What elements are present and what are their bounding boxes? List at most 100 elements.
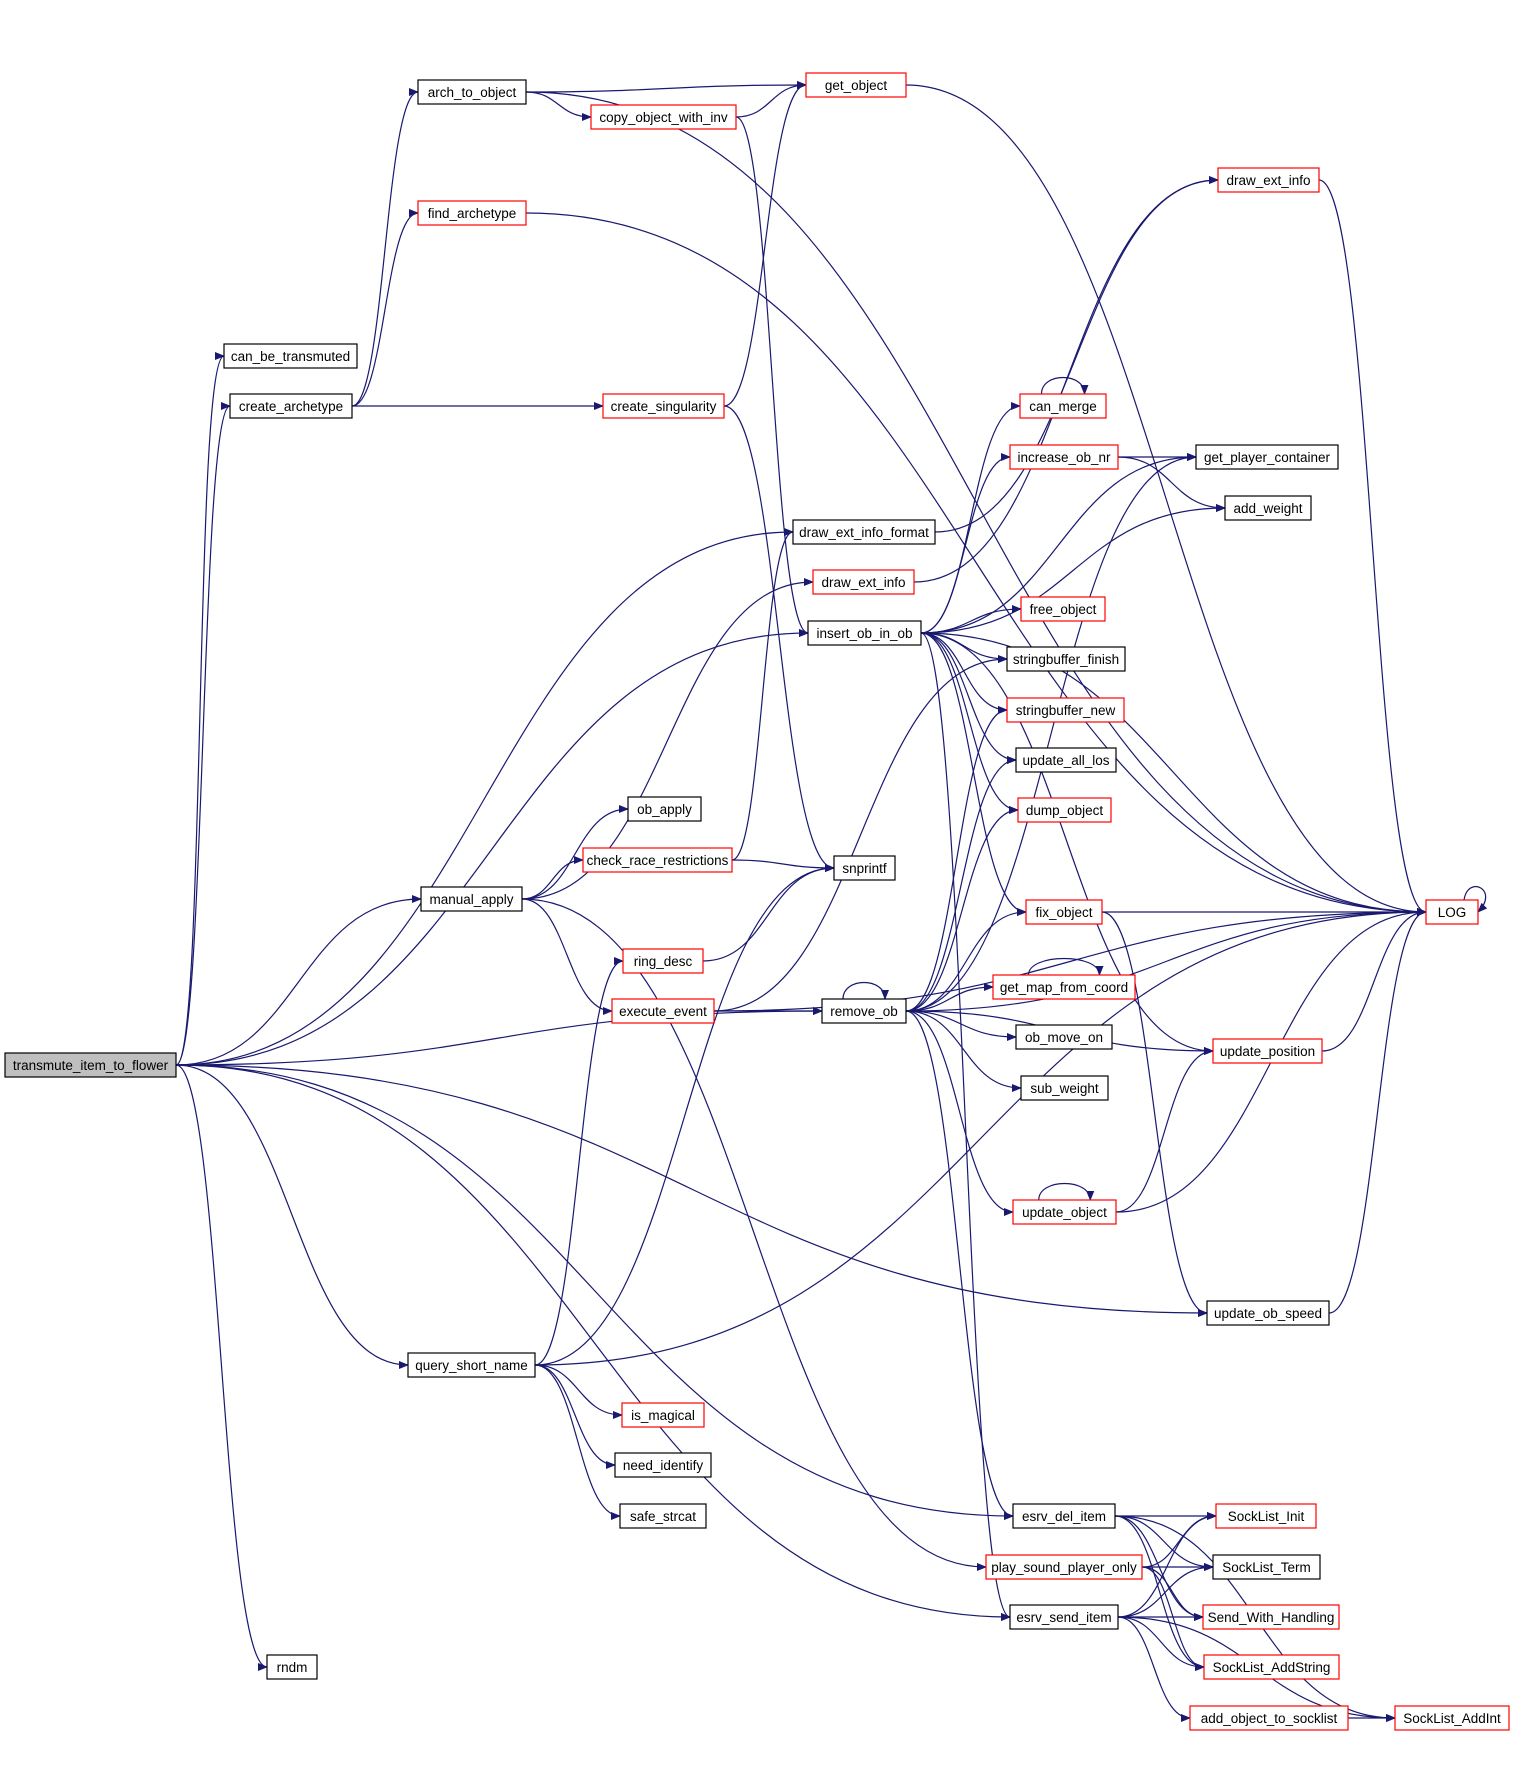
node-box[interactable] <box>1215 1503 1317 1529</box>
node-find-archetype[interactable]: find_archetype <box>417 200 527 226</box>
node-box[interactable] <box>417 79 527 105</box>
node-sub-weight[interactable]: sub_weight <box>1020 1075 1109 1101</box>
node-ob-apply[interactable]: ob_apply <box>627 796 702 822</box>
node-LOG[interactable]: LOG <box>1425 899 1479 925</box>
node-box[interactable] <box>407 1352 536 1378</box>
node-create-singularity[interactable]: create_singularity <box>602 393 725 419</box>
node-box[interactable] <box>812 569 915 595</box>
node-box[interactable] <box>1224 495 1312 521</box>
node-box[interactable] <box>1020 1075 1109 1101</box>
node-box[interactable] <box>985 1554 1143 1580</box>
node-draw-ext-info-format[interactable]: draw_ext_info_format <box>792 519 936 545</box>
node-esrv-send-item[interactable]: esrv_send_item <box>1009 1604 1119 1630</box>
node-draw-ext-info-top[interactable]: draw_ext_info <box>1217 167 1320 193</box>
node-ring-desc[interactable]: ring_desc <box>622 948 704 974</box>
node-update-ob-speed[interactable]: update_ob_speed <box>1206 1300 1330 1326</box>
node-execute-event[interactable]: execute_event <box>611 998 715 1024</box>
node-get-map-from-coord[interactable]: get_map_from_coord <box>992 974 1136 1000</box>
node-box[interactable] <box>1006 646 1126 672</box>
node-box[interactable] <box>1425 899 1479 925</box>
node-box[interactable] <box>1015 747 1117 773</box>
node-box[interactable] <box>621 1402 705 1428</box>
node-query-short-name[interactable]: query_short_name <box>407 1352 536 1378</box>
node-get-player-container[interactable]: get_player_container <box>1195 444 1339 470</box>
node-box[interactable] <box>622 948 704 974</box>
node-snprintf[interactable]: snprintf <box>833 855 896 881</box>
node-box[interactable] <box>833 855 896 881</box>
node-SockList-Term[interactable]: SockList_Term <box>1212 1554 1321 1580</box>
node-box[interactable] <box>582 847 733 873</box>
node-is-magical[interactable]: is_magical <box>621 1402 705 1428</box>
node-box[interactable] <box>1020 596 1106 622</box>
node-box[interactable] <box>4 1052 177 1078</box>
node-box[interactable] <box>1202 1604 1340 1630</box>
node-increase-ob-nr[interactable]: increase_ob_nr <box>1009 444 1119 470</box>
node-safe-strcat[interactable]: safe_strcat <box>619 1503 707 1529</box>
node-box[interactable] <box>1206 1300 1330 1326</box>
node-box[interactable] <box>1017 797 1112 823</box>
node-play-sound-player-only[interactable]: play_sound_player_only <box>985 1554 1143 1580</box>
node-box[interactable] <box>229 393 353 419</box>
node-dump-object[interactable]: dump_object <box>1017 797 1112 823</box>
node-create-archetype[interactable]: create_archetype <box>229 393 353 419</box>
node-esrv-del-item[interactable]: esrv_del_item <box>1012 1503 1116 1529</box>
node-box[interactable] <box>1012 1503 1116 1529</box>
node-box[interactable] <box>1009 1604 1119 1630</box>
node-can-be-transmuted[interactable]: can_be_transmuted <box>223 343 358 369</box>
node-box[interactable] <box>1195 444 1339 470</box>
node-update-object[interactable]: update_object <box>1012 1199 1117 1225</box>
node-box[interactable] <box>1015 1024 1113 1050</box>
node-remove-ob[interactable]: remove_ob <box>821 998 907 1024</box>
node-box[interactable] <box>807 620 922 646</box>
node-update-position[interactable]: update_position <box>1212 1038 1323 1064</box>
node-box[interactable] <box>1212 1038 1323 1064</box>
node-update-all-los[interactable]: update_all_los <box>1015 747 1117 773</box>
node-box[interactable] <box>992 974 1136 1000</box>
node-insert-ob-in-ob[interactable]: insert_ob_in_ob <box>807 620 922 646</box>
node-need-identify[interactable]: need_identify <box>614 1452 712 1478</box>
node-box[interactable] <box>1212 1554 1321 1580</box>
node-box[interactable] <box>420 886 523 912</box>
node-Send-With-Handling[interactable]: Send_With_Handling <box>1202 1604 1340 1630</box>
node-fix-object[interactable]: fix_object <box>1025 899 1103 925</box>
node-box[interactable] <box>1217 167 1320 193</box>
node-manual-apply[interactable]: manual_apply <box>420 886 523 912</box>
node-box[interactable] <box>1203 1654 1340 1680</box>
node-box[interactable] <box>1394 1705 1510 1731</box>
node-box[interactable] <box>805 72 907 98</box>
node-stringbuffer-new[interactable]: stringbuffer_new <box>1006 697 1125 723</box>
node-get-object[interactable]: get_object <box>805 72 907 98</box>
node-box[interactable] <box>1019 393 1107 419</box>
node-box[interactable] <box>619 1503 707 1529</box>
node-box[interactable] <box>1006 697 1125 723</box>
node-box[interactable] <box>821 998 907 1024</box>
node-box[interactable] <box>792 519 936 545</box>
node-box[interactable] <box>590 104 737 130</box>
node-SockList-Init[interactable]: SockList_Init <box>1215 1503 1317 1529</box>
node-box[interactable] <box>266 1654 318 1680</box>
node-box[interactable] <box>614 1452 712 1478</box>
node-check-race-restrictions[interactable]: check_race_restrictions <box>582 847 733 873</box>
node-SockList-AddString[interactable]: SockList_AddString <box>1203 1654 1340 1680</box>
node-transmute-item-to-flower[interactable]: transmute_item_to_flower <box>4 1052 177 1078</box>
node-box[interactable] <box>1025 899 1103 925</box>
node-box[interactable] <box>223 343 358 369</box>
node-stringbuffer-finish[interactable]: stringbuffer_finish <box>1006 646 1126 672</box>
node-SockList-AddInt[interactable]: SockList_AddInt <box>1394 1705 1510 1731</box>
node-box[interactable] <box>1009 444 1119 470</box>
node-box[interactable] <box>611 998 715 1024</box>
node-box[interactable] <box>602 393 725 419</box>
node-box[interactable] <box>1189 1705 1349 1731</box>
node-add-weight[interactable]: add_weight <box>1224 495 1312 521</box>
node-rndm[interactable]: rndm <box>266 1654 318 1680</box>
node-box[interactable] <box>417 200 527 226</box>
node-ob-move-on[interactable]: ob_move_on <box>1015 1024 1113 1050</box>
node-copy-object-with-inv[interactable]: copy_object_with_inv <box>590 104 737 130</box>
node-arch-to-object[interactable]: arch_to_object <box>417 79 527 105</box>
node-can-merge[interactable]: can_merge <box>1019 393 1107 419</box>
node-add-object-to-socklist[interactable]: add_object_to_socklist <box>1189 1705 1349 1731</box>
node-box[interactable] <box>1012 1199 1117 1225</box>
node-free-object[interactable]: free_object <box>1020 596 1106 622</box>
node-draw-ext-info-mid[interactable]: draw_ext_info <box>812 569 915 595</box>
node-box[interactable] <box>627 796 702 822</box>
